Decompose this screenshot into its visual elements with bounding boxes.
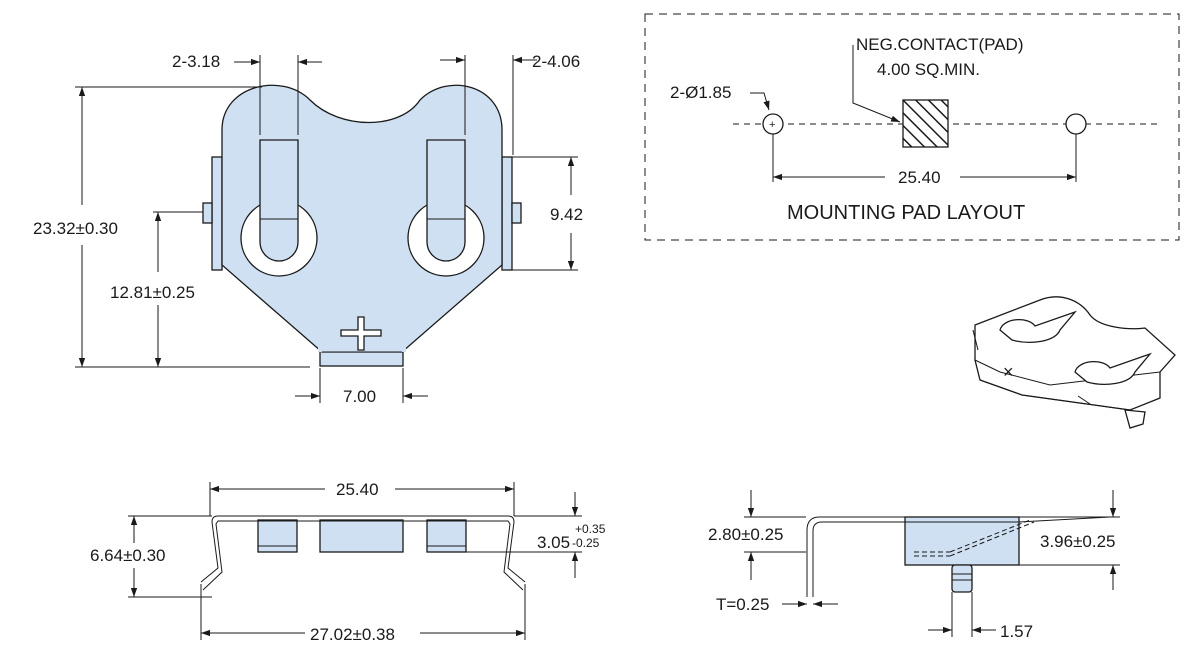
side-body-block (904, 516, 1020, 566)
iso-left-keyhole (999, 310, 1078, 343)
dim-side-height: 9.42 (550, 205, 583, 224)
side-body-outline (806, 516, 1110, 597)
right-contact-spring (426, 139, 466, 262)
dim-clearance: 3.05 (537, 533, 570, 552)
contact-label-line2: 4.00 SQ.MIN. (877, 60, 980, 79)
svg-text:+: + (769, 119, 775, 131)
right-side-tab (501, 156, 513, 271)
dim-clearance-plus: +0.35 (575, 522, 606, 536)
top-view: 2-3.18 2-4.06 23.32±0.30 12.81±0.25 9.42… (33, 52, 583, 406)
hole-spacing: 25.40 (898, 168, 941, 187)
left-side-tab (211, 156, 223, 271)
dim-front-height: 6.64±0.30 (90, 546, 166, 565)
dim-thickness: T=0.25 (716, 595, 769, 614)
dim-pin-width: 1.57 (1000, 622, 1033, 641)
left-small-tab (202, 202, 213, 224)
pad-layout-title: MOUNTING PAD LAYOUT (787, 202, 1025, 224)
dim-slot-pitch: 2-4.06 (532, 52, 580, 71)
front-right-tab (426, 519, 467, 553)
dim-slot-width: 2-3.18 (172, 52, 220, 71)
dim-side-left-height: 2.80±0.25 (708, 525, 784, 544)
iso-body (974, 296, 1176, 411)
dim-front-top-width: 25.40 (336, 480, 379, 499)
side-view: 2.80±0.25 3.96±0.25 T=0.25 1.57 (708, 490, 1120, 641)
dim-overall-height: 23.32±0.30 (33, 219, 118, 238)
mounting-pad-layout: + 2-Ø1.85 NEG.CONTACT(PAD) 4.00 SQ.MIN. … (644, 13, 1180, 241)
isometric-view: × (972, 296, 1176, 429)
dim-clearance-minus: -0.25 (572, 536, 600, 550)
front-center-tab (319, 519, 404, 553)
contact-label-line1: NEG.CONTACT(PAD) (856, 35, 1023, 54)
dim-center-height: 12.81±0.25 (110, 283, 195, 302)
front-view: 25.40 6.64±0.30 3.05 +0.35 -0.25 27.02±0… (90, 480, 606, 644)
pad-layout-border (644, 13, 1180, 241)
front-left-tab (257, 519, 298, 553)
side-pin (951, 564, 973, 593)
iso-polarity-mark: × (1003, 362, 1014, 382)
left-contact-spring (259, 139, 299, 262)
dim-front-overall-width: 27.02±0.38 (310, 625, 395, 644)
hole-callout: 2-Ø1.85 (670, 83, 731, 102)
plus-mark (340, 316, 382, 351)
iso-right-keyhole (1074, 352, 1153, 385)
bottom-tab (319, 350, 404, 367)
neg-contact-pad (902, 99, 949, 148)
dim-tab-width: 7.00 (343, 387, 376, 406)
dim-side-right-height: 3.96±0.25 (1040, 532, 1116, 551)
front-body-outline (200, 515, 526, 583)
iso-pin (1124, 409, 1146, 429)
right-small-tab (511, 202, 522, 224)
right-mounting-hole (1065, 113, 1087, 135)
